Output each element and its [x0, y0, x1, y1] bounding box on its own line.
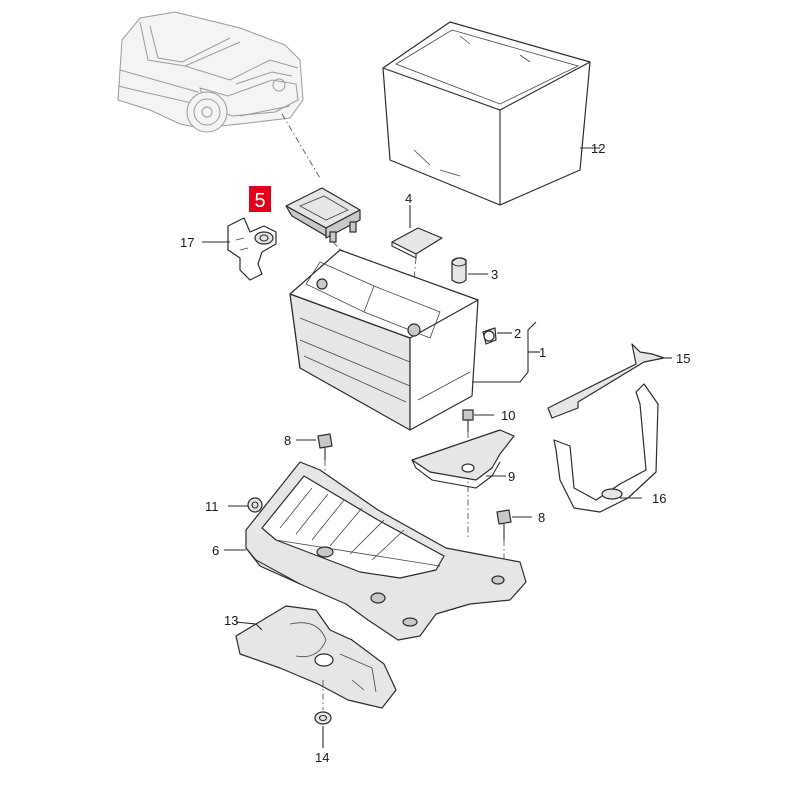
lower-plate [235, 605, 397, 709]
callout-4: 4 [405, 191, 412, 206]
callout-15: 15 [676, 351, 690, 366]
highlight-label-5: 5 [254, 190, 265, 212]
callout-11: 11 [205, 499, 219, 514]
location-leader-line [281, 113, 321, 179]
battery-fitting [482, 327, 512, 345]
callout-16: 16 [652, 491, 666, 506]
highlight-box [249, 186, 271, 212]
callout-12: 12 [591, 141, 605, 156]
callout-13: 13 [224, 613, 238, 628]
callout-1: 1 [539, 345, 546, 360]
callout-14: 14 [315, 750, 329, 765]
terminal-clamp [202, 217, 277, 281]
bolt-8-lower [496, 509, 532, 570]
callout-2: 2 [514, 326, 521, 341]
nut-11 [228, 497, 263, 513]
battery-terminal-cover [285, 187, 361, 271]
callout-3: 3 [491, 267, 498, 282]
battery-tray [224, 461, 527, 641]
callout-8-upper: 8 [284, 433, 291, 448]
callout-9: 9 [508, 469, 515, 484]
vent-plug [451, 257, 488, 284]
callout-6: 6 [212, 543, 219, 558]
support-bracket [547, 343, 672, 419]
nut-14 [314, 680, 332, 748]
callout-8-lower: 8 [538, 510, 545, 525]
vent-plate [391, 205, 443, 301]
callout-17: 17 [180, 235, 194, 250]
battery [289, 249, 540, 431]
vehicle-location-sketch [117, 11, 304, 133]
callout-10: 10 [501, 408, 515, 423]
hold-down-bracket [411, 429, 515, 489]
battery-strap [553, 383, 659, 513]
battery-cover-box [382, 21, 600, 206]
